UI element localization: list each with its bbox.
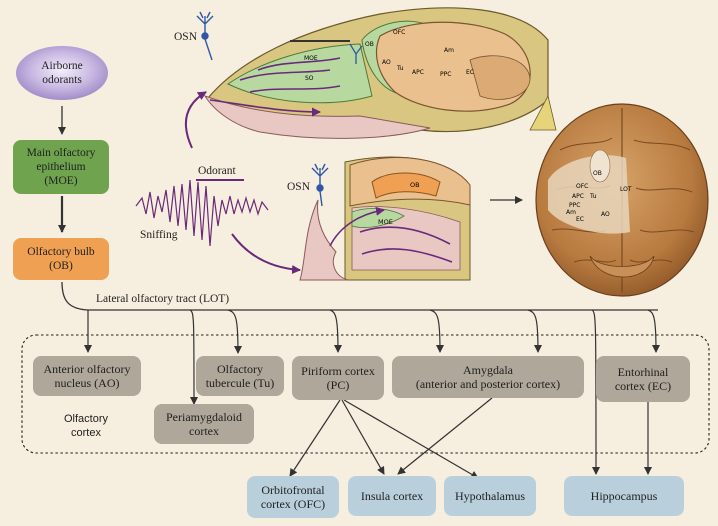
rodent-label-ec: EC — [466, 69, 474, 76]
hypothalamus-box: Hypothalamus — [444, 476, 536, 516]
ec-box: Entorhinal cortex (EC) — [596, 356, 690, 402]
cortex-target-arrows — [289, 397, 652, 479]
brain-label-ob: OB — [593, 170, 602, 177]
lot-line — [61, 281, 658, 311]
osn-label-top: OSN — [174, 31, 198, 43]
rodent-label-ob: OB — [365, 41, 374, 48]
purple-arrow-down — [231, 233, 301, 274]
osn-neuron-icon-top — [196, 11, 214, 61]
moe-label: Main olfactory epithelium (MOE) — [26, 147, 96, 187]
brain-label-ppc: PPC — [569, 202, 580, 209]
human-label-moe: MOE — [378, 218, 393, 226]
olfactory-cortex-container — [21, 334, 710, 454]
human-label-ob: OB — [410, 181, 420, 189]
rodent-label-apc: APC — [412, 69, 424, 76]
brain-label-tu: Tu — [589, 193, 597, 200]
human-brain-ventral — [535, 103, 709, 297]
insula-box: Insula cortex — [348, 476, 436, 516]
brain-label-am: Am — [566, 209, 576, 216]
brain-label-ao: AO — [601, 211, 610, 218]
ao-box: Anterior olfactory nucleus (AO) — [33, 356, 141, 396]
rodent-label-ao: AO — [382, 59, 391, 66]
periamygdaloid-box: Periamygdaloid cortex — [154, 404, 254, 444]
brain-label-lot: LOT — [620, 186, 632, 193]
airborne-odorants-node — [16, 46, 108, 100]
human-nose-section — [299, 156, 471, 281]
ofc-box: Orbitofrontal cortex (OFC) — [247, 476, 339, 518]
pc-box: Piriform cortex (PC) — [292, 356, 384, 400]
rodent-label-ppc: PPC — [440, 71, 451, 78]
sniffing-label: Sniffing — [140, 229, 178, 241]
olfactory-cortex-label: Olfactory cortex — [63, 413, 108, 439]
moe-node — [13, 140, 109, 194]
tu-box: Olfactory tubercule (Tu) — [196, 356, 284, 396]
purple-arrow-up — [184, 91, 207, 149]
sniffing-waveform — [135, 179, 269, 247]
brain-label-apc: APC — [572, 193, 584, 200]
rodent-label-moe: MOE — [304, 55, 318, 62]
osn-label-mid: OSN — [287, 181, 311, 193]
ob-node — [13, 238, 109, 280]
rodent-label-am: Am — [444, 47, 454, 54]
osn-neuron-icon-mid — [311, 163, 329, 207]
airborne-odorants-label: Airborne odorants — [41, 60, 83, 86]
lot-label: Lateral olfactory tract (LOT) — [96, 293, 230, 305]
rodent-head-section — [203, 7, 557, 139]
brain-label-ofc: OFC — [576, 183, 588, 190]
rodent-label-ofc: OFC — [393, 29, 405, 36]
rodent-label-tu: Tu — [396, 65, 404, 72]
ob-label: Olfactory bulb (OB) — [27, 246, 95, 272]
rodent-label-so: SO — [305, 75, 314, 82]
lot-branches — [84, 309, 660, 475]
hippocampus-box: Hippocampus — [564, 476, 684, 516]
brain-label-ec: EC — [576, 216, 584, 223]
odorant-label: Odorant — [198, 165, 236, 177]
amygdala-box: Amygdala (anterior and posterior cortex) — [392, 356, 584, 398]
